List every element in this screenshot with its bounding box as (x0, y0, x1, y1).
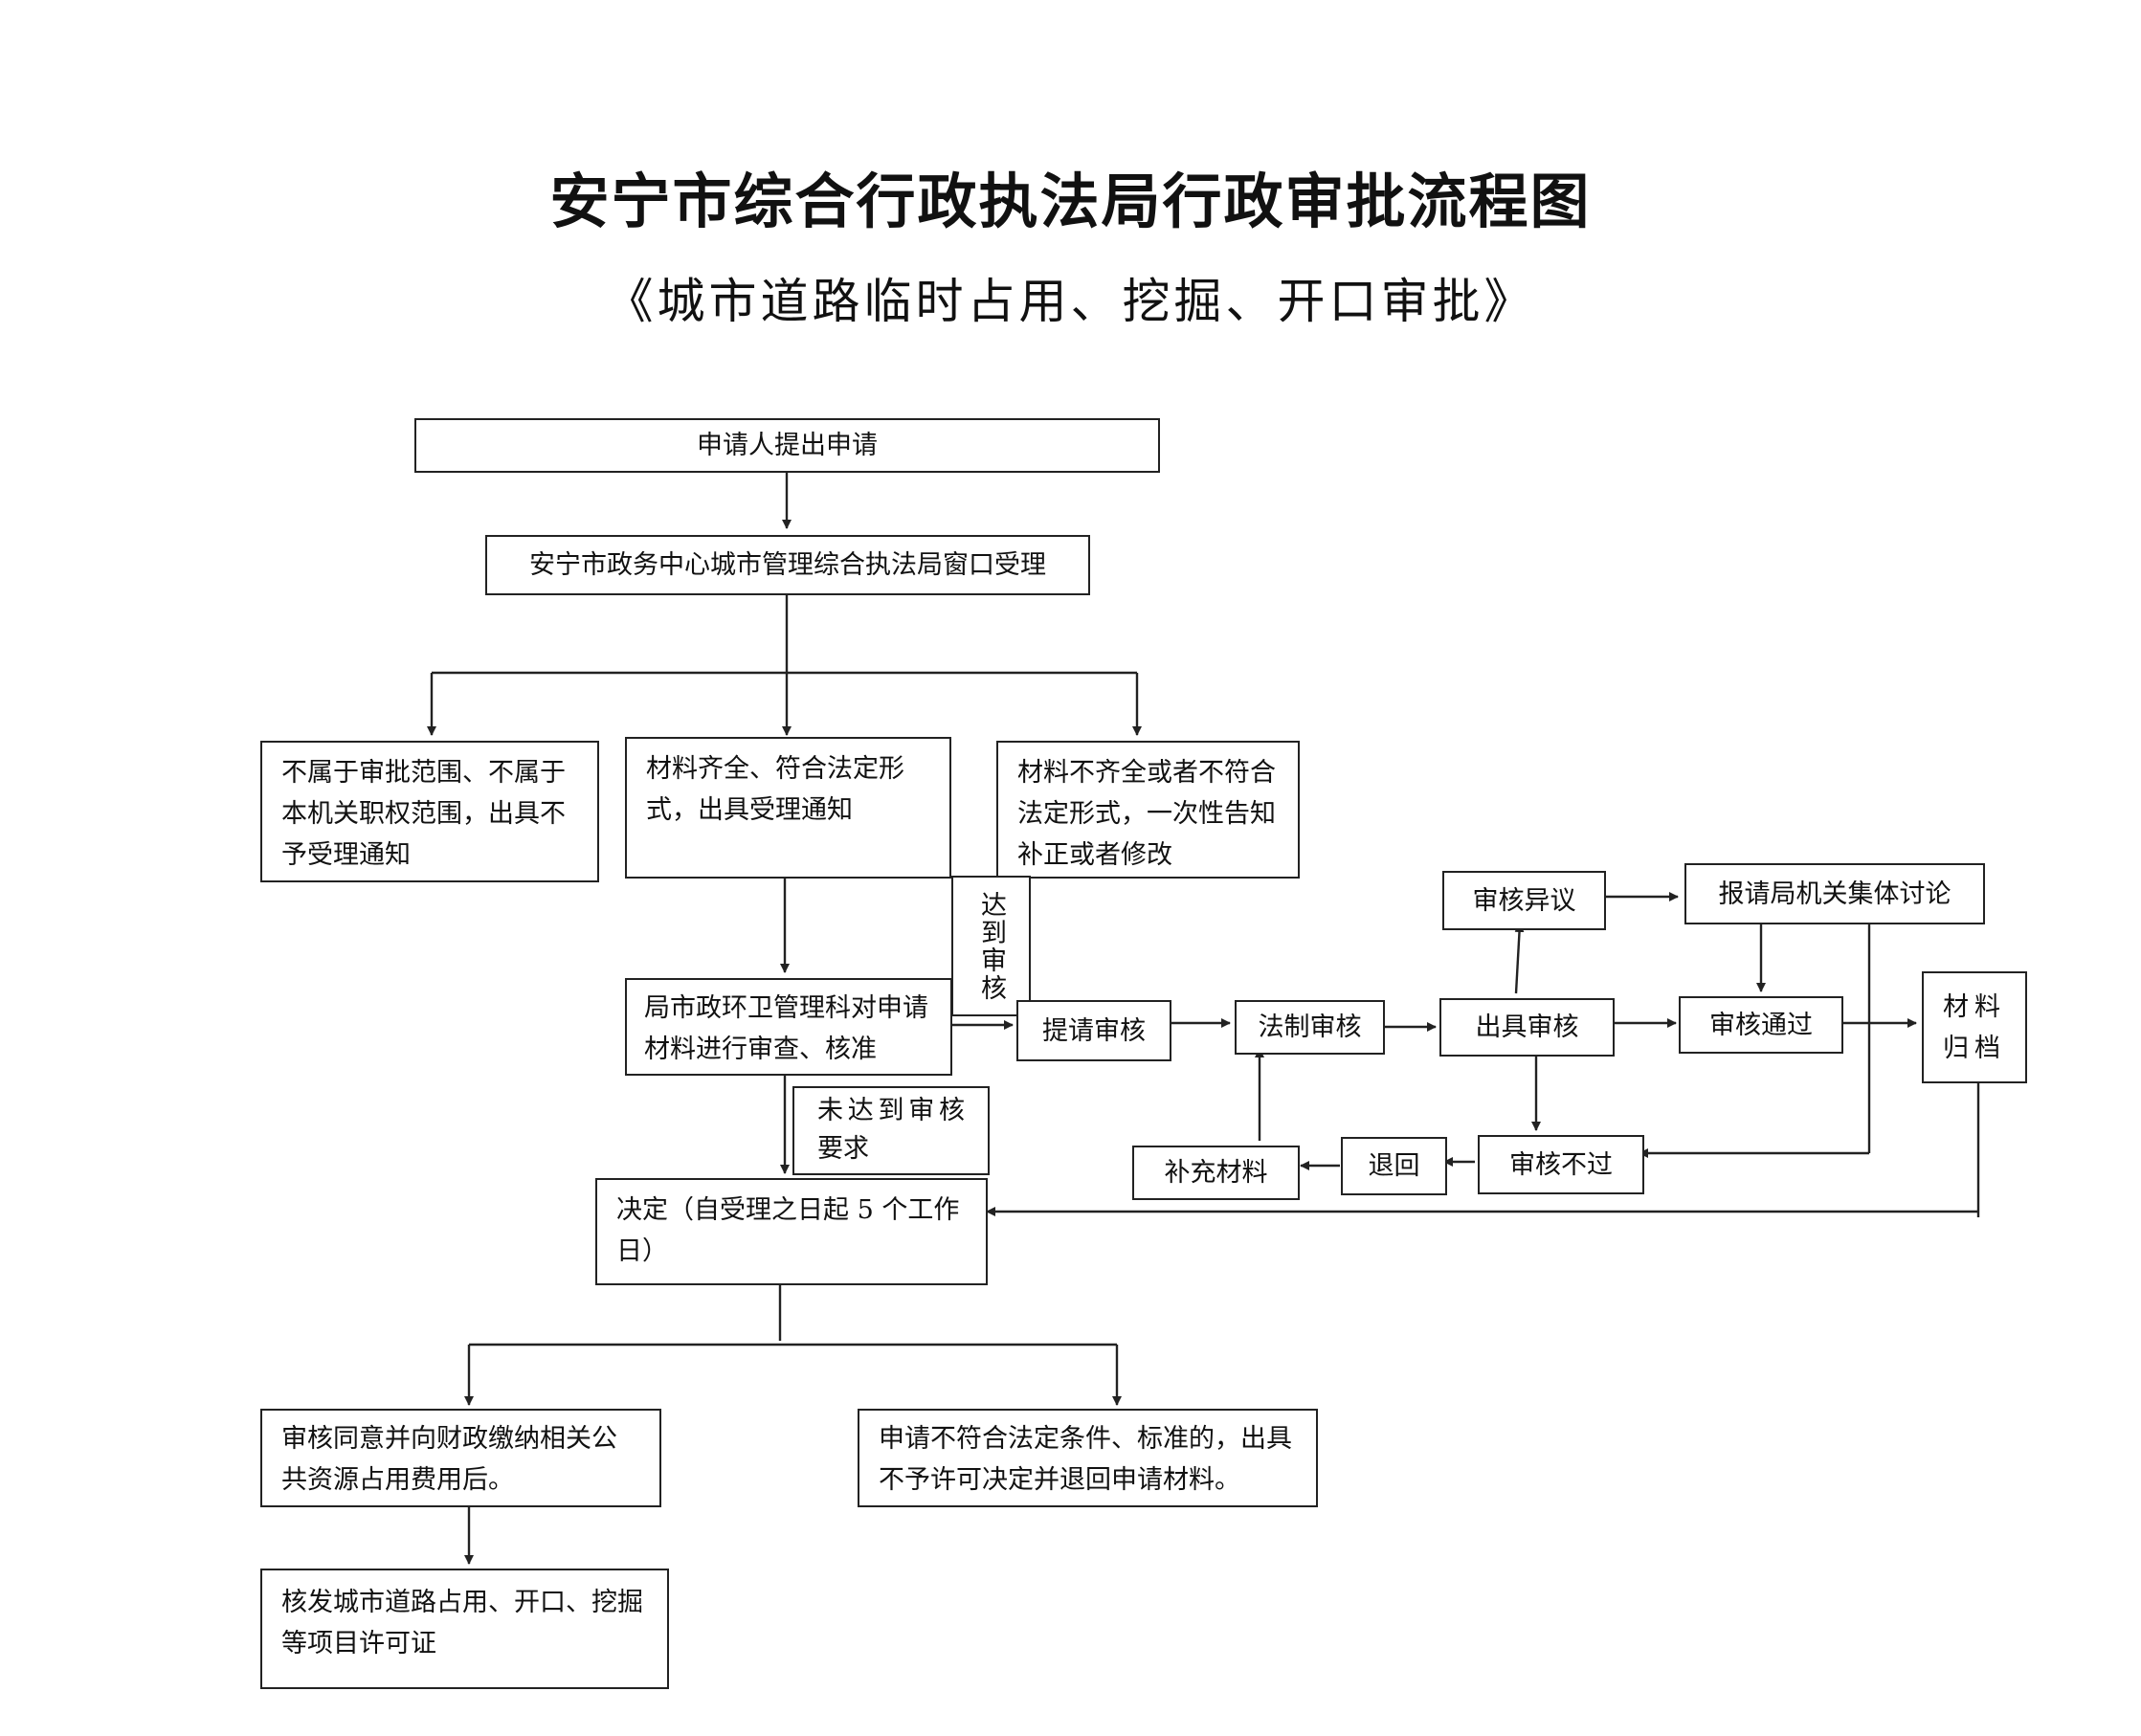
node-review-failed: 审核不过 (1478, 1135, 1644, 1194)
node-review-passed: 审核通过 (1679, 996, 1843, 1054)
node-supplement: 补充材料 (1132, 1146, 1300, 1200)
node-reject: 申请不符合法定条件、标准的，出具不予许可决定并退回申请材料。 (858, 1409, 1318, 1507)
node-below-review: 未达到审核要求 (792, 1086, 990, 1175)
node-issue-permit: 核发城市道路占用、开口、挖掘等项目许可证 (260, 1569, 669, 1689)
node-materials-complete: 材料齐全、符合法定形式，出具受理通知 (625, 737, 951, 879)
node-review-objection: 审核异议 (1442, 871, 1606, 930)
node-reach-review: 达到审核 (951, 876, 1031, 1016)
node-materials-incomplete: 材料不齐全或者不符合法定形式，一次性告知补正或者修改 (996, 741, 1300, 879)
arrow-issue-to-objection (1514, 923, 1525, 994)
page-subtitle: 《城市道路临时占用、挖掘、开口审批》 (605, 274, 1536, 329)
node-return: 退回 (1341, 1137, 1447, 1195)
node-submit-review: 提请审核 (1016, 1000, 1171, 1061)
node-review-by-section: 局市政环卫管理科对申请材料进行审查、核准 (625, 978, 952, 1076)
node-archive: 材料归档 (1922, 971, 2027, 1083)
node-apply: 申请人提出申请 (414, 418, 1160, 473)
node-window-accept: 安宁市政务中心城市管理综合执法局窗口受理 (485, 535, 1090, 595)
node-issue-review: 出具审核 (1439, 998, 1615, 1057)
node-decision: 决定（自受理之日起 5 个工作日） (595, 1178, 988, 1285)
node-collective-discussion: 报请局机关集体讨论 (1684, 863, 1985, 924)
node-approve-fee: 审核同意并向财政缴纳相关公共资源占用费用后。 (260, 1409, 661, 1507)
page-title: 安宁市综合行政执法局行政审批流程图 (549, 167, 1592, 236)
node-not-accepted: 不属于审批范围、不属于本机关职权范围，出具不予受理通知 (260, 741, 599, 882)
node-legal-review: 法制审核 (1235, 1000, 1385, 1055)
